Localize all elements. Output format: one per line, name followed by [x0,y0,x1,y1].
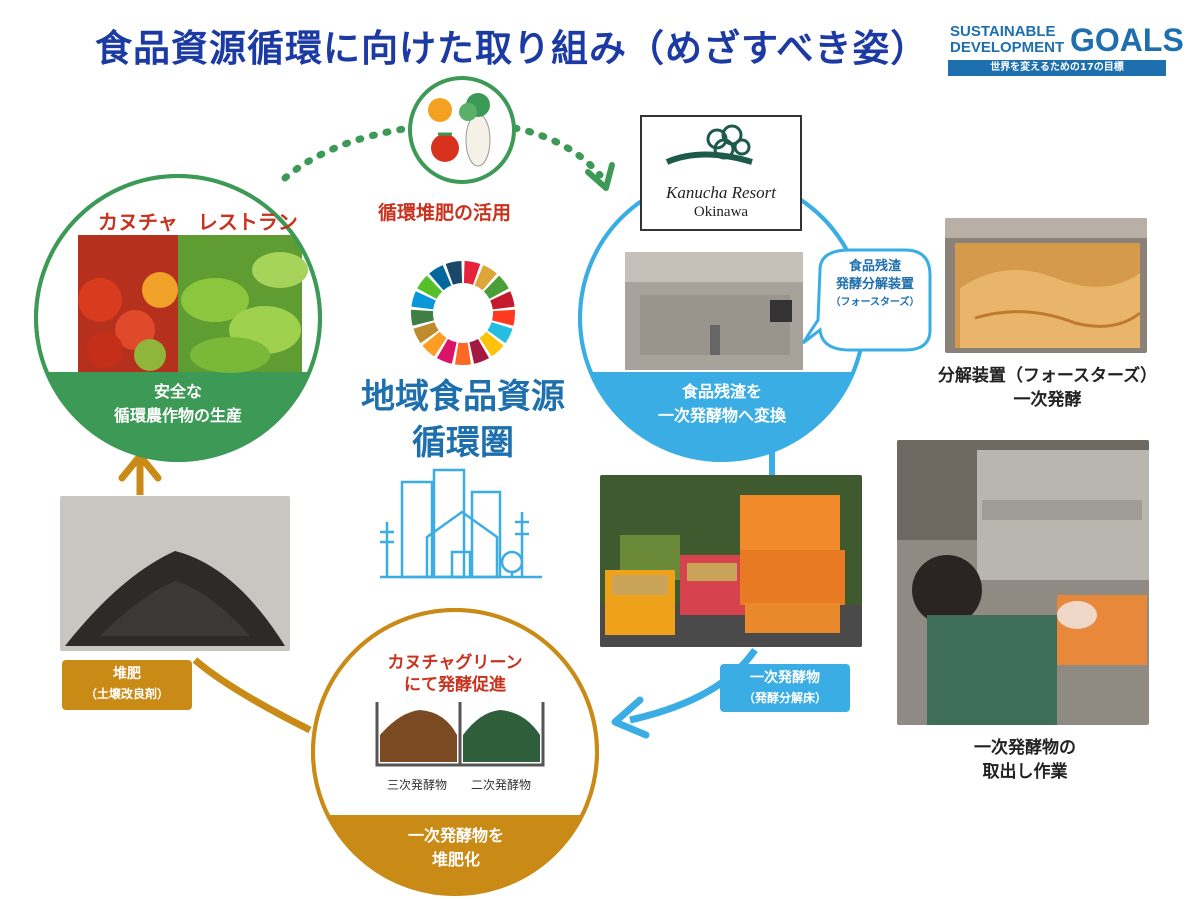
restaurant-label: カヌチャ レストラン [98,210,298,234]
sdg-wheel-segment [487,322,513,344]
green-label-line2: にて発酵促進 [404,675,506,695]
sdg-wheel-segment [411,291,436,310]
sdg-wheel-segment [429,265,452,291]
city-icon [380,468,542,579]
sdg-wheel-segment [474,265,497,291]
compost-pile-photo [60,496,290,651]
device-bubble-text: 食品残渣 発酵分解装置 （フォースターズ） [820,258,930,312]
work-caption-line1: 一次発酵物の [974,738,1076,758]
sdg-wheel-segment [463,261,481,285]
green-label-line1: カヌチャグリーン [387,653,523,673]
center-title-line1: 地域食品資源 [361,377,565,417]
resort-band-line2: 一次発酵物へ変換 [657,406,786,425]
green-band-line2: 堆肥化 [431,850,480,869]
sdg-wheel-segment [492,309,515,326]
green-band-line1: 一次発酵物を [407,826,504,845]
center-title-line2: 循環圏 [412,423,514,463]
dotted-arc-left [281,124,414,182]
device-speech-bubble [801,248,932,352]
center-title: 地域食品資源 循環圏 [338,374,588,466]
bin-third-label: 三次発酵物 [386,778,447,792]
primary-tag-line2: （発酵分解床） [742,691,827,705]
device-caption: 分解装置（フォースターズ） 一次発酵 [905,364,1190,412]
green-band-text: 一次発酵物を 堆肥化 [338,824,574,872]
bubble-line3: （フォースターズ） [830,297,920,308]
kanucha-resort-logo: Kanucha Resort Okinawa [640,115,802,231]
sdg-wheel-segment [436,338,457,364]
vegetable-icon-circle [408,76,516,184]
sdg-wheel-segment [417,275,443,299]
resort-logo-place: Okinawa [693,204,749,220]
restaurant-band-text: 安全な 循環農作物の生産 [60,380,296,428]
sdg-wheel-segment [413,322,439,344]
compost-tag: 堆肥 （土壌改良剤） [62,660,192,710]
sdg-wheel-segment [422,331,447,357]
bubble-line2: 発酵分解装置 [835,277,914,292]
compost-tag-line2: （土壌改良剤） [84,687,169,701]
resort-band-text: 食品残渣を 一次発酵物へ変換 [604,380,840,428]
sdg-wheel-segment [490,291,515,310]
restaurant-band-line1: 安全な [153,382,202,401]
device-caption-line2: 一次発酵 [1013,390,1082,410]
third-fermentation-pile [380,710,457,762]
compost-tag-line1: 堆肥 [113,666,141,682]
page-title: 食品資源循環に向けた取り組み（めざすべき姿） [95,27,929,70]
sdg-wheel-segment [445,261,463,285]
tomato-icon [431,134,459,162]
sdg-wheel-segment [411,309,434,326]
dotted-arc-right [511,124,604,179]
daikon-icon [465,113,491,167]
compost-use-label: 循環堆肥の活用 [378,202,512,224]
fermented-crates-photo [600,475,862,647]
sdg-wheel-segment [469,338,490,364]
sdg-wheel-segment [483,275,509,299]
blue-arc [629,647,758,724]
second-fermentation-pile [463,710,540,762]
sdg-logo: SUSTAINABLE DEVELOPMENT GOALS 世界を変えるための1… [948,20,1184,78]
dotted-arrow-head [585,162,615,191]
sdg-wheel-segment [454,342,472,365]
blue-arrow-head [611,696,650,739]
sdg-wheel-segment [479,331,504,357]
sdg-logo-goals: GOALS [1070,22,1184,58]
decomposer-photo [945,218,1147,353]
restaurant-band-line2: 循環農作物の生産 [113,406,242,425]
resort-logo-mark [665,124,753,165]
worker-photo [897,440,1149,725]
bin-second-label: 二次発酵物 [470,778,531,792]
sdg-logo-line1: SUSTAINABLE [950,23,1056,40]
sdg-logo-line2: DEVELOPMENT [950,39,1065,56]
device-caption-line1: 分解装置（フォースターズ） [937,366,1158,386]
primary-fermented-tag: 一次発酵物 （発酵分解床） [720,664,850,712]
green-label: カヌチャグリーン にて発酵促進 [360,652,550,696]
orange-arc-lower [192,657,312,734]
sdg-logo-tagline: 世界を変えるための17の目標 [948,60,1166,76]
work-caption: 一次発酵物の 取出し作業 [930,736,1120,784]
resort-logo-name: Kanucha Resort [665,183,777,202]
work-caption-line2: 取出し作業 [982,762,1068,782]
primary-tag-line1: 一次発酵物 [750,670,820,686]
resort-band-line1: 食品残渣を [681,382,762,401]
bubble-line1: 食品残渣 [848,259,901,274]
sdg-wheel-icon [411,261,515,365]
carrot-icon [428,98,452,122]
